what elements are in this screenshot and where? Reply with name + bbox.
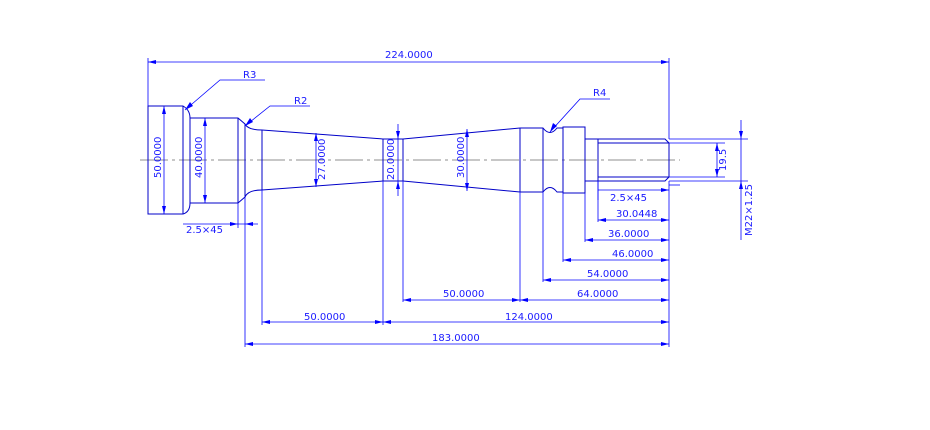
dim-dia-19-5: 19.5	[718, 149, 729, 171]
dim-dia-30: 30.0000	[456, 137, 467, 178]
label-r3: R3	[243, 70, 256, 81]
dim-len-46: 46.0000	[612, 249, 653, 260]
dim-dia-50: 50.0000	[153, 137, 164, 178]
dim-thread-m22: M22×1.25	[744, 184, 755, 236]
dimension-texts: 224.0000 R3 R2 R4 50.0000 40.0000 27.000…	[153, 50, 755, 344]
dim-overall-224: 224.0000	[385, 50, 433, 61]
label-r2: R2	[294, 96, 307, 107]
tapered-section	[261, 127, 521, 193]
dim-dia-27: 27.0000	[317, 139, 328, 180]
leader-r4	[549, 98, 610, 133]
label-r4: R4	[593, 88, 606, 99]
leader-r2	[244, 105, 310, 127]
dim-len-54: 54.0000	[587, 269, 628, 280]
dim-len-30-0448: 30.0448	[616, 209, 657, 220]
dim-len-64: 64.0000	[577, 289, 618, 300]
dim-chamfer-right: 2.5×45	[610, 193, 647, 204]
dim-len-50-lower: 50.0000	[304, 312, 345, 323]
dia40-section	[190, 117, 246, 204]
dim-chamfer-left: 2.5×45	[186, 225, 223, 236]
dim-len-183: 183.0000	[432, 333, 480, 344]
dim-len-50-upper: 50.0000	[443, 289, 484, 300]
dim-dia-20: 20.0000	[386, 139, 397, 180]
r2-fillet-neck	[244, 123, 263, 198]
leader-r3	[184, 79, 265, 111]
dim-dia-40: 40.0000	[194, 137, 205, 178]
dimension-lines	[147, 58, 748, 347]
dim-len-124: 124.0000	[505, 312, 553, 323]
dim-len-36: 36.0000	[608, 229, 649, 240]
